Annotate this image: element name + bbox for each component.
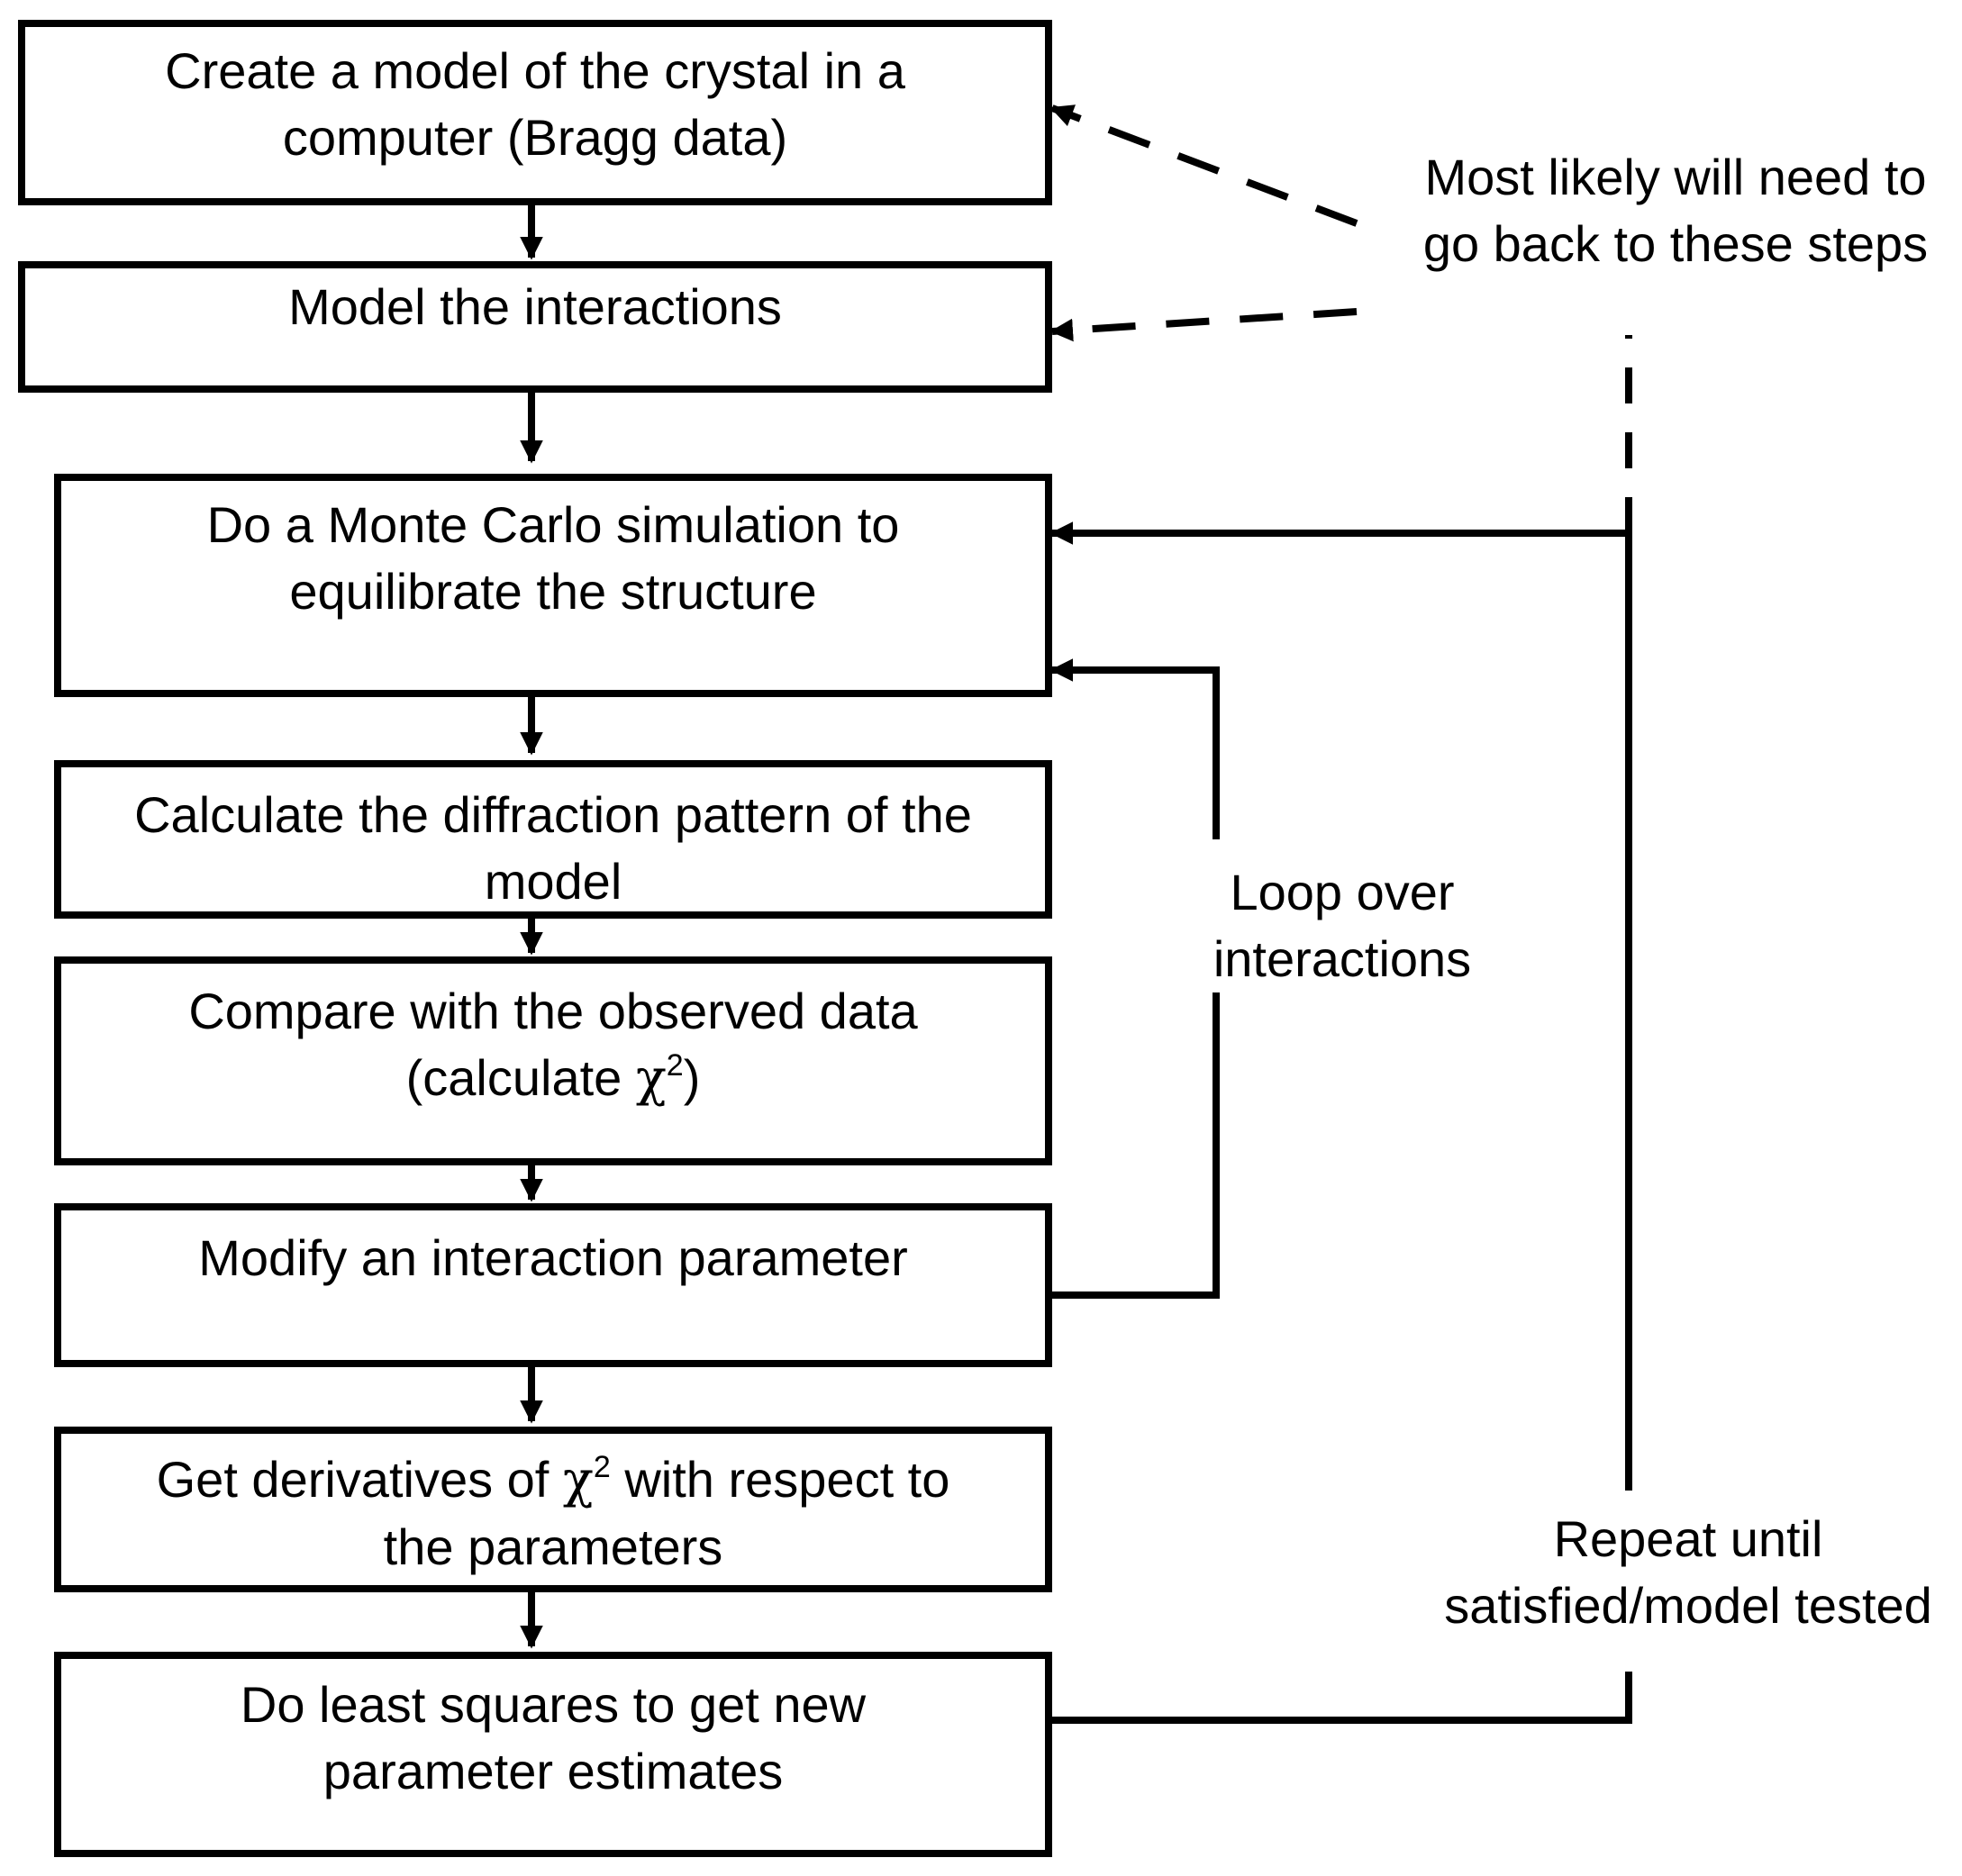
step-calculate-diffraction: Calculate the diffraction pattern of the…: [54, 760, 1052, 919]
loop-connector: [1050, 946, 1220, 1299]
step-get-derivatives-line2: the parameters: [383, 1518, 723, 1575]
step-create-model: Create a model of the crystal in a compu…: [18, 20, 1052, 205]
note-repeat-until: Repeat until satisfied/model tested: [1414, 1506, 1962, 1639]
step-get-derivatives: Get derivatives of χ2 with respect to th…: [54, 1427, 1052, 1592]
step-calculate-diffraction-line1: Calculate the diffraction pattern of the: [134, 786, 972, 843]
repeat-connector: [1050, 1672, 1632, 1724]
step-modify-parameter-line1: Modify an interaction parameter: [198, 1229, 908, 1286]
note-loop-line2: interactions: [1213, 930, 1472, 987]
step-least-squares: Do least squares to get new parameter es…: [54, 1652, 1052, 1857]
note-go-back-line2: go back to these steps: [1422, 215, 1929, 272]
step-create-model-line1: Create a model of the crystal in a: [165, 42, 905, 99]
step-least-squares-line2: parameter estimates: [322, 1743, 784, 1799]
loop-connector-upper: [1049, 658, 1220, 839]
step-monte-carlo: Do a Monte Carlo simulation to equilibra…: [54, 474, 1052, 697]
step-compare-data: Compare with the observed data (calculat…: [54, 956, 1052, 1165]
step-model-interactions-line1: Model the interactions: [288, 278, 782, 335]
note-repeat-line2: satisfied/model tested: [1444, 1577, 1932, 1634]
step-monte-carlo-line1: Do a Monte Carlo simulation to: [206, 496, 900, 553]
dashed-arrow-to-step1: [1049, 104, 1358, 227]
step-compare-data-line2: (calculate χ2): [405, 1048, 701, 1108]
step-get-derivatives-line1: Get derivatives of χ2 with respect to: [156, 1450, 950, 1509]
note-repeat-line1: Repeat until: [1553, 1510, 1823, 1567]
step-create-model-line2: computer (Bragg data): [282, 109, 788, 166]
chi-symbol: χ: [635, 1049, 667, 1108]
note-go-back: Most likely will need to go back to thes…: [1387, 144, 1962, 277]
note-go-back-line1: Most likely will need to: [1424, 149, 1927, 205]
dashed-arrow-to-step2: [1049, 308, 1358, 342]
step-calculate-diffraction-line2: model: [484, 853, 622, 910]
chi-symbol: χ: [562, 1451, 594, 1509]
step-least-squares-line1: Do least squares to get new: [240, 1676, 867, 1733]
step-monte-carlo-line2: equilibrate the structure: [289, 563, 817, 620]
step-modify-parameter: Modify an interaction parameter: [54, 1203, 1052, 1367]
note-loop-over-interactions: Loop over interactions: [1171, 859, 1513, 992]
step-model-interactions: Model the interactions: [18, 261, 1052, 393]
step-compare-data-line1: Compare with the observed data: [188, 983, 918, 1039]
note-loop-line1: Loop over: [1230, 864, 1455, 920]
